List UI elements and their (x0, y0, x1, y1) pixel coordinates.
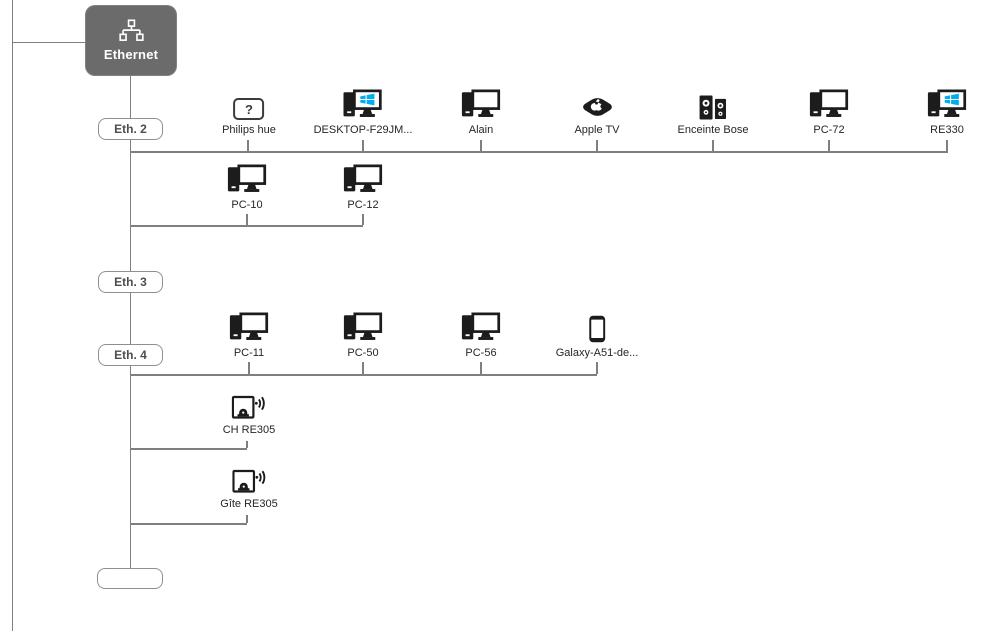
bus-line-eth4 (130, 374, 597, 376)
port-label-eth3[interactable]: Eth. 3 (98, 271, 163, 293)
connector-line (130, 523, 247, 525)
device-label: Apple TV (574, 124, 620, 136)
connector-line (362, 214, 364, 225)
connector-line (13, 41, 85, 43)
pc-icon (227, 163, 267, 195)
device-node-pc-10[interactable]: PC-10 (227, 163, 267, 212)
device-label: Galaxy-A51-de... (555, 347, 639, 359)
port-label-eth4[interactable]: Eth. 4 (98, 344, 163, 366)
device-label: Enceinte Bose (677, 124, 749, 136)
pc-icon (343, 311, 383, 343)
device-node-galaxy-a51[interactable]: Galaxy-A51-de... (555, 311, 639, 360)
question-mark-glyph: ? (233, 98, 265, 120)
windows-pc-icon (343, 88, 383, 120)
device-node-apple-tv[interactable]: Apple TV (574, 88, 620, 137)
stereo-speakers-icon (699, 88, 728, 120)
connector-line (828, 140, 830, 151)
device-node-pc-50[interactable]: PC-50 (343, 311, 383, 360)
pc-icon (461, 88, 501, 120)
connector-line (11, 0, 13, 631)
port-label-text: Eth. 3 (114, 275, 147, 289)
root-node-label: Ethernet (103, 47, 159, 62)
device-node-ch-re305[interactable]: CH RE305 (222, 388, 276, 437)
port-label-text: Eth. 2 (114, 122, 147, 136)
connector-line (362, 362, 364, 374)
connector-line (246, 515, 248, 523)
connector-line (596, 362, 598, 374)
connector-line (946, 140, 948, 151)
device-node-pc-56[interactable]: PC-56 (461, 311, 501, 360)
pc-icon (343, 163, 383, 195)
device-label: PC-10 (231, 199, 263, 211)
device-label: PC-12 (347, 199, 379, 211)
pc-icon (461, 311, 501, 343)
device-node-pc-12[interactable]: PC-12 (343, 163, 383, 212)
empty-node-box[interactable] (97, 568, 163, 589)
connector-line (129, 76, 131, 568)
device-label: Gîte RE305 (220, 498, 278, 510)
smartphone-icon (587, 311, 606, 343)
connector-line (712, 140, 714, 151)
connector-line (247, 140, 249, 151)
device-node-pc-11[interactable]: PC-11 (229, 311, 269, 360)
pc-icon (809, 88, 849, 120)
port-label-text: Eth. 4 (114, 348, 147, 362)
bus-line-eth2 (130, 151, 948, 153)
device-label: Alain (468, 124, 494, 136)
device-label: PC-72 (813, 124, 845, 136)
connector-line (246, 441, 248, 448)
wifi-extender-icon (232, 388, 266, 420)
device-label: RE330 (930, 124, 964, 136)
device-node-desktop-f29jm[interactable]: DESKTOP-F29JM... (313, 88, 413, 137)
connector-line (130, 448, 247, 450)
pc-icon (229, 311, 269, 343)
device-node-re330[interactable]: RE330 (927, 88, 967, 137)
root-node-ethernet[interactable]: Ethernet (85, 5, 177, 76)
connector-line (480, 140, 482, 151)
connector-line (596, 140, 598, 151)
device-label: PC-11 (233, 347, 265, 359)
connector-line (246, 214, 248, 225)
device-node-gite-re305[interactable]: Gîte RE305 (220, 462, 278, 511)
device-label: Philips hue (222, 124, 276, 136)
device-label: CH RE305 (222, 424, 276, 436)
network-tree-icon (116, 19, 147, 44)
connector-line (362, 140, 364, 151)
windows-pc-icon (927, 88, 967, 120)
device-node-alain[interactable]: Alain (461, 88, 501, 137)
device-node-pc-72[interactable]: PC-72 (809, 88, 849, 137)
device-node-enceinte-bose[interactable]: Enceinte Bose (677, 88, 749, 137)
port-label-eth2[interactable]: Eth. 2 (98, 118, 163, 140)
connector-line (480, 362, 482, 374)
device-label: PC-50 (347, 347, 379, 359)
device-label: DESKTOP-F29JM... (313, 124, 413, 136)
device-label: PC-56 (465, 347, 497, 359)
connector-line (248, 362, 250, 374)
apple-tv-icon (578, 88, 616, 120)
unknown-device-icon: ? (233, 88, 265, 120)
device-node-philips-hue[interactable]: ? Philips hue (222, 88, 276, 137)
wifi-extender-icon (232, 462, 266, 494)
bus-line-eth2-sub (130, 225, 363, 227)
